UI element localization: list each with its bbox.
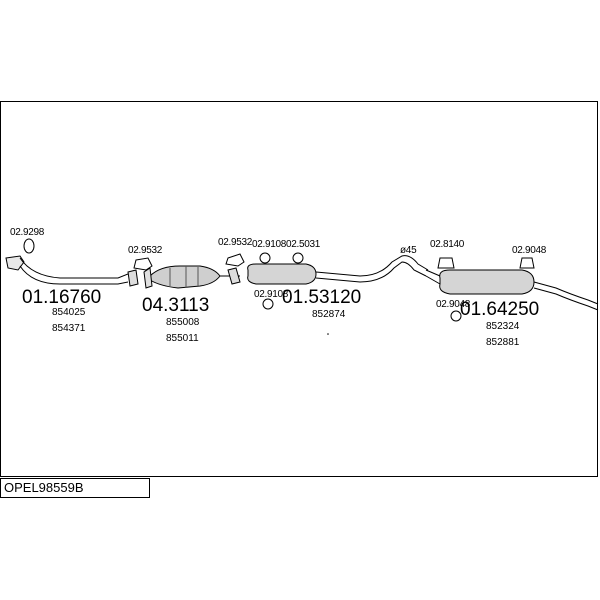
clamp-1: [127, 269, 139, 287]
ref-number-1a: 854025: [52, 307, 86, 318]
part-number-3: 01.53120: [282, 287, 362, 308]
fitting-gasket-3: [225, 253, 245, 267]
mid-pipe-inner: [315, 261, 427, 283]
fitting-rubber-1: [259, 252, 271, 264]
diagram-frame: [0, 101, 598, 477]
ref-number-3a: 852874: [312, 309, 346, 320]
fitting-label-6: 02.9108: [254, 289, 289, 300]
ref-number-4b: 852881: [486, 337, 520, 348]
fitting-rubber-3: [262, 298, 274, 310]
fitting-label-7: 02.8140: [430, 239, 465, 250]
tail-pipe: [533, 281, 599, 305]
part-number-1: 01.16760: [22, 287, 102, 308]
part-number-2: 04.3113: [142, 295, 210, 316]
fitting-label-2: 02.9532: [128, 245, 163, 256]
cat-detail: [169, 266, 199, 288]
ref-number-1b: 854371: [52, 323, 86, 334]
centre-silencer: [247, 263, 317, 285]
fitting-label-4: 02.9108: [252, 239, 287, 250]
front-pipe-inner: [19, 265, 129, 285]
fitting-label-8: 02.9048: [512, 245, 547, 256]
fitting-rubber-4: [450, 310, 462, 322]
fitting-label-1: 02.9298: [10, 227, 45, 238]
diameter-label: ø45: [400, 245, 417, 256]
fitting-rubber-2: [292, 252, 304, 264]
mid-pipe: [315, 255, 429, 277]
ref-number-4a: 852324: [486, 321, 520, 332]
rear-inlet: [425, 269, 441, 285]
vehicle-code-box: OPEL98559B: [0, 478, 150, 498]
fitting-label-5: 02.5031: [286, 239, 321, 250]
clamp-2: [227, 267, 241, 285]
front-flange: [5, 255, 25, 271]
ref-number-2a: 855008: [166, 317, 200, 328]
tail-pipe-inner: [533, 287, 599, 311]
ref-number-2b: 855011: [166, 333, 199, 344]
fitting-bracket-1: [437, 257, 455, 269]
part-number-4: 01.64250: [460, 299, 540, 320]
fitting-label-3: 02.9532: [218, 237, 253, 248]
fitting-bracket-2: [519, 257, 535, 269]
dot-mark: [327, 333, 329, 335]
catalytic-converter: [149, 265, 221, 289]
fitting-gasket-1: [23, 238, 35, 254]
front-pipe: [19, 257, 129, 279]
fitting-gasket-2: [133, 257, 153, 271]
fitting-label-9: 02.9048: [436, 299, 471, 310]
cat-flange: [143, 267, 153, 289]
